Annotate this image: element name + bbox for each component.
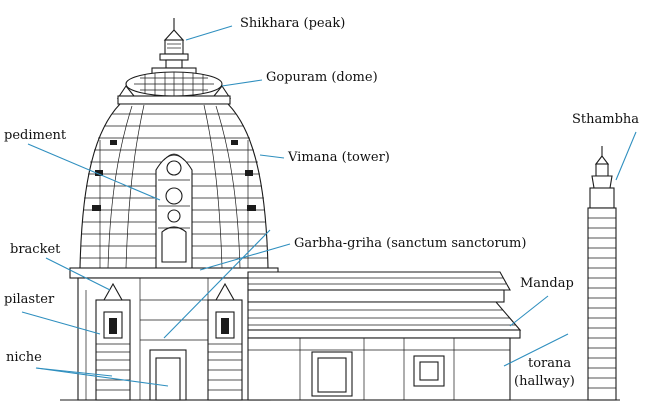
garbha-griha-base (69, 267, 279, 401)
gopuram-dome (116, 67, 232, 105)
label-pilaster: pilaster (4, 292, 55, 307)
label-bracket: bracket (10, 242, 61, 257)
leader-bracket (45, 257, 111, 291)
leader-pediment (27, 143, 161, 201)
leader-niche-b (35, 367, 169, 387)
leader-shikhara (185, 25, 233, 41)
label-torana-sub: (hallway) (514, 374, 575, 389)
leader-vimana (259, 154, 285, 159)
label-shikhara: Shikhara (peak) (240, 16, 346, 31)
label-sthambha: Sthambha (572, 112, 640, 127)
label-gopuram: Gopuram (dome) (266, 70, 378, 85)
leader-sthambha (615, 131, 637, 181)
sthambha-pillar (587, 146, 617, 401)
shikhara-finial (159, 18, 189, 69)
label-torana: torana (528, 356, 572, 371)
leader-mandap (509, 295, 549, 327)
label-mandap: Mandap (520, 276, 574, 291)
mandap-hall (247, 271, 522, 401)
label-niche: niche (6, 350, 42, 365)
leader-gopuram (221, 79, 263, 87)
leader-torana (503, 333, 569, 367)
label-vimana: Vimana (tower) (288, 150, 390, 165)
leader-garbha-a (199, 243, 291, 271)
label-pediment: pediment (4, 128, 67, 143)
leader-pilaster (21, 311, 101, 335)
leader-garbha-b (163, 229, 271, 339)
vimana-tower (79, 103, 269, 269)
label-garbha-griha: Garbha-griha (sanctum sanctorum) (294, 236, 527, 251)
